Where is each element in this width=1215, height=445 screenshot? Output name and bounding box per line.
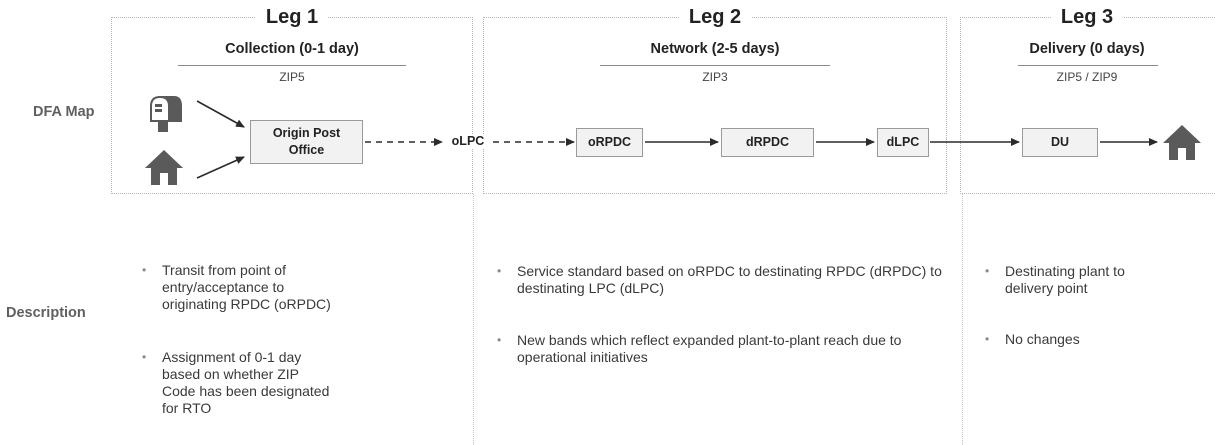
leg1-description-text: Assignment of 0-1 day based on whether Z… xyxy=(162,349,330,416)
leg2-title: Leg 2 xyxy=(678,6,752,29)
bullet-icon: • xyxy=(985,332,990,346)
olpc-node: oLPC xyxy=(444,134,492,148)
house-destination-icon xyxy=(1161,122,1203,162)
description-label: Description xyxy=(6,305,86,321)
leg3-subtitle: Delivery (0 days) xyxy=(1029,41,1145,57)
dlpc-node: dLPC xyxy=(877,128,929,157)
bullet-icon: • xyxy=(142,350,147,364)
leg3-description-text: Destinating plant to delivery point xyxy=(1005,263,1125,296)
orpdc-node: oRPDC xyxy=(576,128,643,157)
leg3-zip: ZIP5 / ZIP9 xyxy=(1056,70,1118,84)
leg1-leg2-separator xyxy=(473,194,474,445)
leg2-description-item: • Service standard based on oRPDC to des… xyxy=(497,263,947,297)
leg3-title: Leg 3 xyxy=(1050,6,1124,29)
leg2-subtitle: Network (2-5 days) xyxy=(650,41,780,57)
leg2-description-text: Service standard based on oRPDC to desti… xyxy=(517,263,942,296)
leg1-description-item: • Transit from point of entry/acceptance… xyxy=(142,262,332,313)
bullet-icon: • xyxy=(985,264,990,278)
leg1-title: Leg 1 xyxy=(255,6,329,29)
leg3-description-item: • No changes xyxy=(985,331,1175,348)
mailbox-to-post-office-arrow xyxy=(196,100,245,128)
leg2-leg3-separator xyxy=(962,194,963,445)
bullet-icon: • xyxy=(497,333,502,347)
leg1-subtitle: Collection (0-1 day) xyxy=(225,41,359,57)
mailbox-icon xyxy=(144,92,184,132)
bullet-icon: • xyxy=(497,264,502,278)
leg1-zip: ZIP5 xyxy=(279,70,305,84)
leg2-zip: ZIP3 xyxy=(702,70,728,84)
leg2-description-text: New bands which reflect expanded plant-t… xyxy=(517,332,902,365)
origin-post-office-node: Origin Post Office xyxy=(250,120,363,164)
leg2-description-item: • New bands which reflect expanded plant… xyxy=(497,332,947,366)
leg1-divider xyxy=(178,65,406,66)
du-node: DU xyxy=(1022,128,1098,157)
leg1-description-item: • Assignment of 0-1 day based on whether… xyxy=(142,349,332,417)
house-to-post-office-arrow xyxy=(196,156,245,179)
house-origin-icon xyxy=(143,147,185,187)
leg2-divider xyxy=(600,65,830,66)
drpdc-node: dRPDC xyxy=(721,128,814,157)
bullet-icon: • xyxy=(142,263,147,277)
leg3-description-item: • Destinating plant to delivery point xyxy=(985,263,1175,297)
leg3-description-text: No changes xyxy=(1005,331,1080,347)
leg1-description-text: Transit from point of entry/acceptance t… xyxy=(162,262,331,312)
leg3-divider xyxy=(1018,65,1158,66)
dfa-map-label: DFA Map xyxy=(33,104,95,120)
